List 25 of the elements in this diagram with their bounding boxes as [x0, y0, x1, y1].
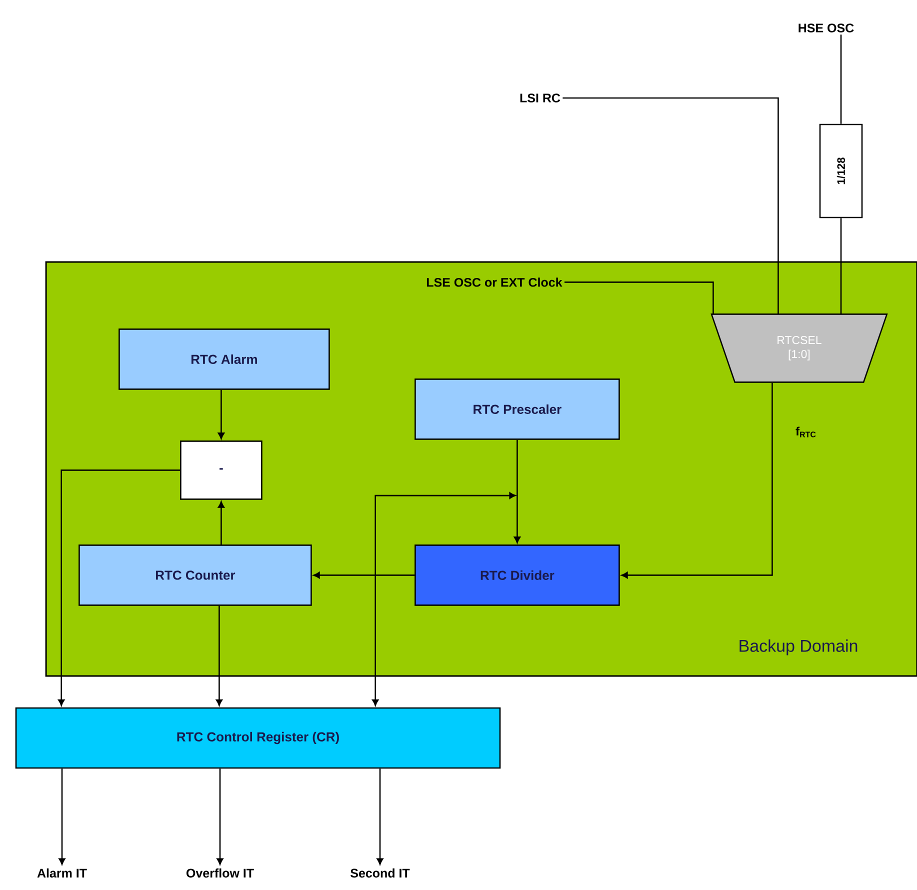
- arrow: [58, 470, 180, 706]
- arrow: [621, 382, 773, 579]
- process-box: RTC Alarm: [118, 328, 330, 390]
- arrow: [313, 572, 415, 579]
- arrow: [218, 501, 225, 545]
- signal-label: LSE OSC or EXT Clock: [426, 278, 562, 287]
- arrow: [218, 390, 225, 440]
- process-box: RTC Divider: [414, 544, 620, 606]
- signal-label: LSI RC: [520, 94, 560, 102]
- arrow: [376, 768, 384, 865]
- edge-label: f$_{RTC}$: [794, 426, 818, 438]
- register-box: RTC Control Register (CR): [15, 707, 501, 769]
- output-label: Alarm IT: [37, 868, 87, 878]
- signal-label: HSE OSC: [798, 24, 854, 32]
- arrow: [216, 606, 223, 706]
- subtractor-box: -: [180, 440, 262, 500]
- domain-label: Backup Domain: [740, 639, 858, 656]
- arrow: [514, 440, 521, 544]
- arrow: [216, 768, 224, 865]
- process-box: RTC Prescaler: [414, 378, 620, 440]
- arrow: [58, 768, 66, 865]
- process-box: RTC Counter: [78, 544, 312, 606]
- output-label: Second IT: [350, 868, 410, 878]
- arrow: [372, 492, 516, 706]
- output-label: Overflow IT: [186, 868, 254, 878]
